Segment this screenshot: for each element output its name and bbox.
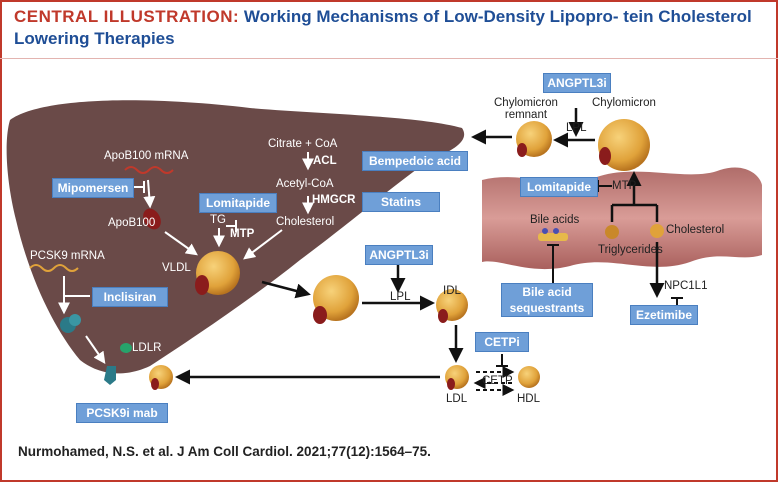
drug-bile-line1: Bile acid	[522, 285, 572, 299]
apob-mrna-strand	[124, 166, 174, 174]
drug-ezetimibe: Ezetimibe	[630, 305, 698, 325]
label-triglycerides: Triglycerides	[598, 244, 663, 256]
pcsk9-mrna-strand	[29, 264, 79, 272]
drug-bile-acid-sequestrants: Bile acid sequestrants	[501, 283, 593, 317]
apob-protein	[143, 208, 161, 230]
label-chylo-remnant-line1: Chylomicron	[494, 97, 558, 109]
label-hdl: HDL	[517, 393, 541, 405]
citation: Nurmohamed, N.S. et al. J Am Coll Cardio…	[18, 444, 431, 459]
label-hmgcr: HMGCR	[312, 194, 356, 206]
drug-mipomersen: Mipomersen	[52, 178, 134, 198]
label-npc1l1: NPC1L1	[664, 280, 708, 292]
cholesterol-droplet	[650, 224, 664, 238]
bile-acid-particles	[538, 228, 568, 241]
title-keyword: CENTRAL ILLUSTRATION:	[14, 7, 240, 26]
label-acetyl-coa: Acetyl-CoA	[276, 178, 334, 190]
label-pcsk9: PCSK9	[22, 330, 60, 342]
ldlr-receptor	[104, 343, 132, 385]
label-cholesterol-gut: Cholesterol	[666, 224, 725, 236]
drug-pcsk9i-mab: PCSK9i mab	[76, 403, 168, 423]
label-vldl: VLDL	[162, 262, 191, 274]
label-ldl: LDL	[446, 393, 468, 405]
label-cetp: CETP	[482, 375, 513, 387]
label-apob-mrna: ApoB100 mRNA	[104, 150, 189, 162]
label-ldlr: LDLR	[132, 342, 162, 354]
label-apob: ApoB100	[108, 217, 156, 229]
title-text: Working Mechanisms of Low-Density Lipopr…	[14, 7, 752, 48]
label-lpl-top: LPL	[566, 122, 587, 134]
drug-cetpi: CETPi	[475, 332, 529, 352]
label-chylomicron: Chylomicron	[592, 97, 656, 109]
page-title: CENTRAL ILLUSTRATION: Working Mechanisms…	[14, 6, 764, 50]
label-mtp: MTP	[230, 228, 255, 240]
lipoprotein-chylomicron	[598, 119, 650, 171]
drug-bile-line2: sequestrants	[509, 301, 585, 315]
drug-angptl3i-mid: ANGPTL3i	[365, 245, 433, 265]
lipoprotein-ldl	[445, 365, 469, 390]
header-divider	[0, 58, 778, 59]
drug-lomitapide-gut: Lomitapide	[520, 177, 598, 197]
label-lpl-mid: LPL	[390, 291, 411, 303]
label-bile-acids: Bile acids	[530, 214, 580, 226]
drug-statins: Statins	[362, 192, 440, 212]
label-idl: IDL	[443, 285, 461, 297]
drug-angptl3i-top: ANGPTL3i	[543, 73, 611, 93]
pcsk9-protein	[60, 314, 81, 333]
label-cholesterol: Cholesterol	[276, 216, 335, 228]
drug-bempedoic-acid: Bempedoic acid	[362, 151, 468, 171]
label-tg: TG	[210, 214, 226, 226]
lipoprotein-circulating	[313, 275, 359, 324]
lipoprotein-ldl-bound	[149, 365, 173, 390]
label-acl: ACL	[313, 155, 337, 167]
drug-inclisiran: Inclisiran	[92, 287, 168, 307]
lipoprotein-chylo-remnant	[516, 121, 552, 157]
label-chylo-remnant-line2: remnant	[504, 109, 548, 121]
label-citrate: Citrate + CoA	[268, 138, 338, 150]
label-pcsk9-mrna: PCSK9 mRNA	[30, 250, 105, 262]
triglyceride-droplet	[605, 225, 619, 239]
label-imtp: MTP	[612, 180, 637, 192]
drug-lomitapide-liver: Lomitapide	[199, 193, 277, 213]
lipoprotein-hdl	[518, 366, 540, 388]
lipoprotein-vldl	[195, 251, 240, 295]
lipoprotein-idl	[436, 289, 468, 323]
